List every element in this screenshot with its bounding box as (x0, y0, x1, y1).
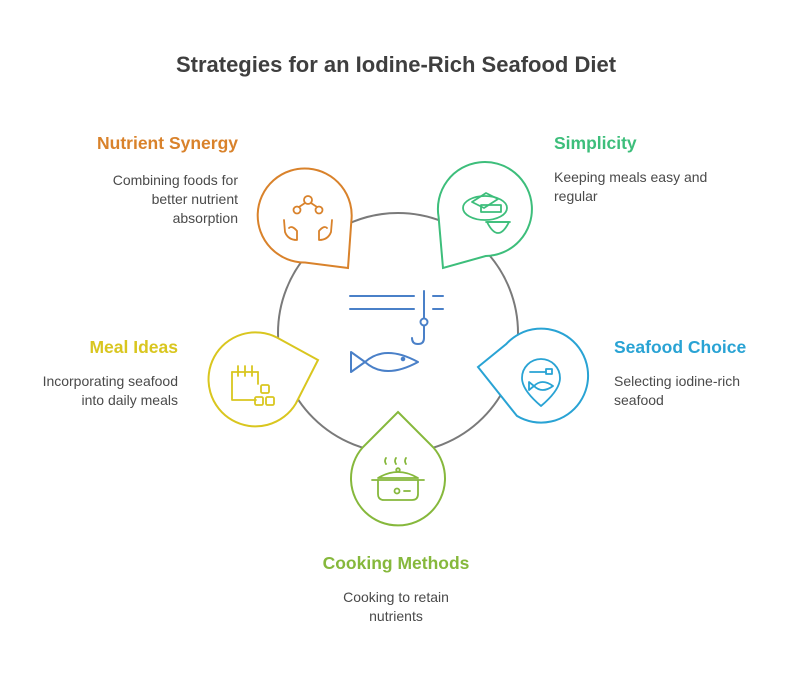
cooking-pot-icon (371, 457, 425, 501)
meal-ideas-label: Meal Ideas (89, 337, 178, 357)
meal-ideas-node (207, 331, 320, 428)
plate-bowl-icon (462, 192, 511, 234)
meal-ideas-description: Incorporating seafood into daily meals (42, 373, 178, 408)
fish-pin-icon (521, 358, 561, 407)
cooking-methods-node (350, 410, 446, 527)
nutrient-synergy-description: Combining foods for better nutrient abso… (112, 172, 238, 226)
diagram-title: Strategies for an Iodine-Rich Seafood Di… (175, 52, 617, 77)
simplicity-node (436, 161, 533, 270)
calendar-blocks-icon (231, 365, 275, 406)
seafood-choice-node (476, 327, 590, 424)
hands-molecule-icon (283, 195, 333, 241)
simplicity-description: Keeping meals easy and regular (554, 169, 708, 204)
simplicity-label: Simplicity (554, 133, 637, 153)
fish-hook-icon (349, 290, 444, 373)
cooking-methods-label: Cooking Methods (322, 553, 470, 573)
nutrient-synergy-label: Nutrient Synergy (97, 133, 238, 153)
seafood-choice-description: Selecting iodine-rich seafood (614, 373, 741, 408)
seafood-choice-label: Seafood Choice (614, 337, 747, 357)
cooking-methods-description: Cooking to retain nutrients (343, 589, 449, 624)
nutrient-synergy-node (256, 167, 353, 270)
